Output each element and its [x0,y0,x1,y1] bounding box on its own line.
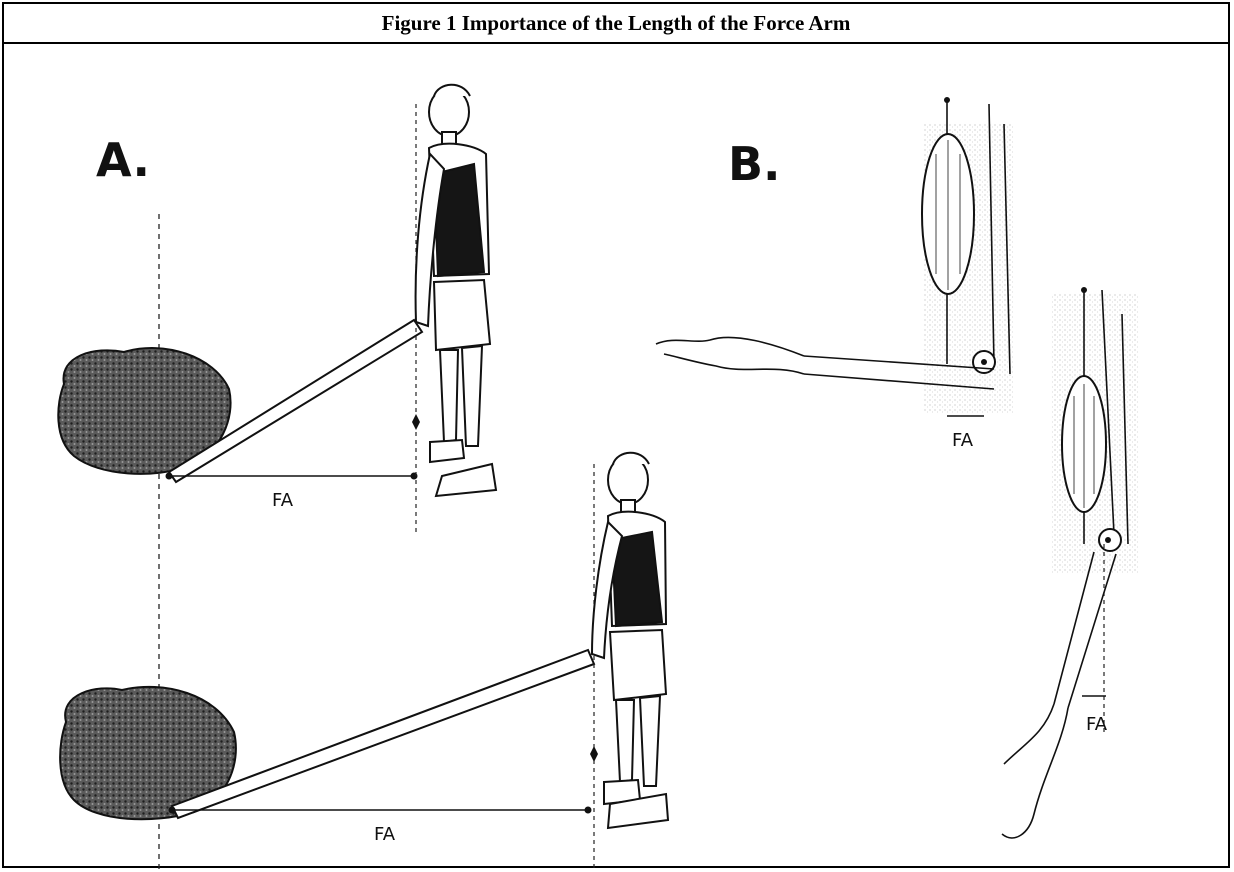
straight-forearm [1054,552,1116,708]
bottom-lever-scene: FA [60,453,668,870]
panel-a-label: A. [96,133,150,187]
panel-a: A. FA [58,85,668,870]
bent-arm: FA [656,97,1014,451]
straight-tendon-origin [1081,287,1087,293]
panel-b-label: B. [728,137,781,191]
straight-hand-bones [1002,704,1068,838]
straight-arm: FA [1002,287,1138,838]
bottom-force-point [590,746,598,762]
bottom-fa-start-marker [169,807,176,814]
bent-fa-label: FA [952,430,974,451]
top-fa-start-marker [166,473,173,480]
top-fa-label: FA [272,490,294,511]
top-man [416,85,496,496]
bottom-man [592,453,668,828]
bent-elbow-pivot [981,359,987,365]
figure-illustration: A. FA [4,44,1230,870]
top-force-point [412,414,420,430]
straight-fa-label: FA [1086,714,1108,735]
figure-title: Figure 1 Importance of the Length of the… [382,11,851,36]
straight-elbow-pivot [1105,537,1111,543]
panel-b: B. FA [656,97,1138,838]
bent-hand-bones [656,337,804,374]
bottom-fa-end-marker [585,807,592,814]
title-bar: Figure 1 Importance of the Length of the… [4,4,1228,44]
bottom-fa-label: FA [374,824,396,845]
bent-tendon-origin [944,97,950,103]
